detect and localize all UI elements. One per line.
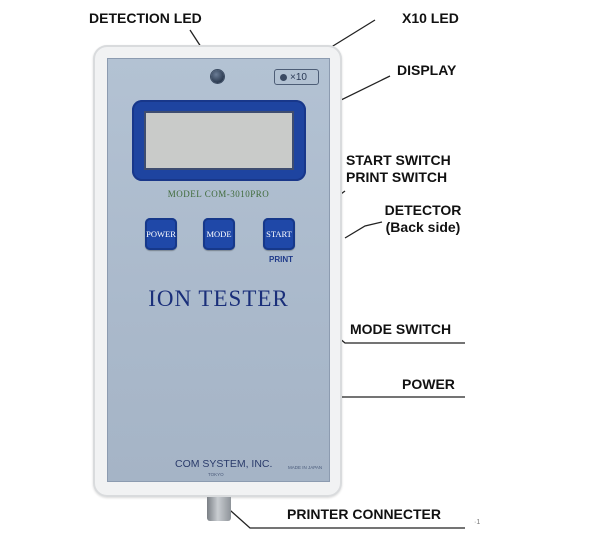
company-label: COM SYSTEM, INC. bbox=[175, 458, 273, 470]
lcd-display bbox=[144, 111, 294, 170]
detection-led-indicator bbox=[211, 70, 224, 83]
callout-mode-switch: MODE SWITCH bbox=[350, 321, 452, 337]
callout-power: POWER bbox=[402, 376, 455, 392]
callout-detector: DETECTOR bbox=[384, 202, 462, 218]
callout-display: DISPLAY bbox=[397, 62, 457, 78]
power-button[interactable]: POWER bbox=[145, 218, 177, 250]
model-label: MODEL COM-3010PRO bbox=[167, 189, 270, 199]
printer-connector bbox=[207, 497, 231, 521]
x10-led-indicator: ×10 bbox=[274, 69, 319, 85]
leader-printer-connecter bbox=[221, 502, 465, 529]
device-title: ION TESTER bbox=[148, 286, 289, 311]
print-label: PRINT bbox=[269, 255, 293, 264]
small-print-left: TOKYO bbox=[208, 472, 224, 477]
small-print-right: MADE IN JAPAN bbox=[288, 465, 323, 470]
callout-printer-connecter: PRINTER CONNECTER bbox=[287, 506, 442, 522]
device-front-panel: ×10 MODEL COM-3010PRO POWER MODE START P… bbox=[107, 58, 330, 482]
callout-x10-led: X10 LED bbox=[402, 10, 459, 26]
display-bezel bbox=[132, 100, 306, 181]
x10-led-dot bbox=[280, 74, 287, 81]
stray-mark: ·1 bbox=[474, 519, 481, 526]
callout-print-switch: PRINT SWITCH bbox=[346, 169, 448, 185]
callout-detector-sub: (Back side) bbox=[385, 219, 461, 235]
leader-detector bbox=[344, 221, 383, 239]
callout-detection-led: DETECTION LED bbox=[89, 10, 202, 26]
x10-led-label: ×10 bbox=[290, 72, 307, 83]
callout-start-switch: START SWITCH bbox=[346, 152, 451, 168]
start-button[interactable]: START bbox=[263, 218, 295, 250]
ion-tester-device: ×10 MODEL COM-3010PRO POWER MODE START P… bbox=[93, 45, 342, 497]
mode-button[interactable]: MODE bbox=[203, 218, 235, 250]
